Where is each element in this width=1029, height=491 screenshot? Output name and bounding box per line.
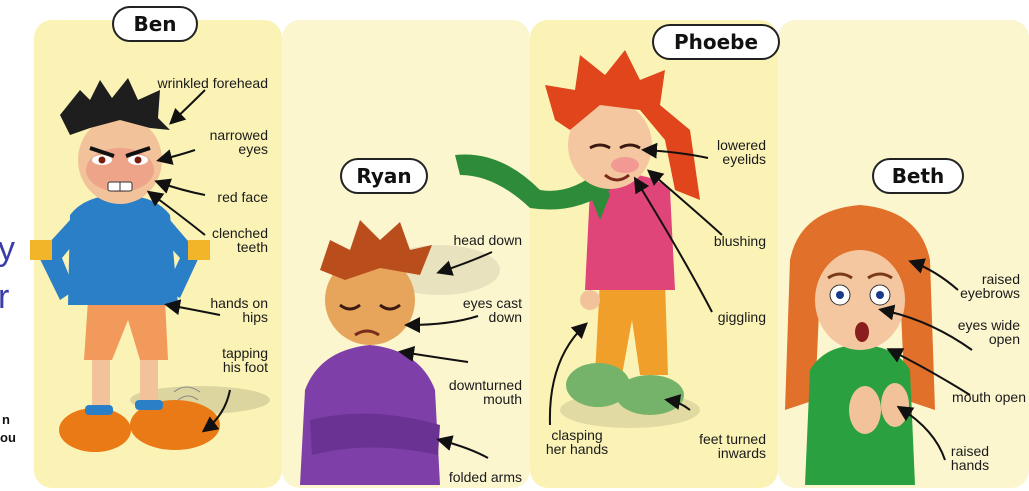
beth-label: raised eyebrows	[920, 272, 1020, 300]
ben-label: tapping his foot	[168, 346, 268, 374]
beth-label: raised hands	[930, 444, 1010, 472]
character-name-tag: Ben	[112, 6, 198, 42]
phoebe-label: clasping her hands	[532, 428, 622, 456]
ben-label: red face	[168, 190, 268, 204]
ben-label: wrinkled forehead	[118, 76, 268, 90]
phoebe-label: giggling	[680, 310, 766, 324]
ben-label: narrowed eyes	[168, 128, 268, 156]
phoebe-label: blushing	[680, 234, 766, 248]
ryan-figure	[300, 220, 500, 485]
ben-label: clenched teeth	[168, 226, 268, 254]
ben-label: hands on hips	[168, 296, 268, 324]
ryan-label: folded arms	[400, 470, 522, 484]
character-name-tag: Ryan	[340, 158, 428, 194]
ryan-label: eyes cast down	[400, 296, 522, 324]
phoebe-label: lowered eyelids	[680, 138, 766, 166]
character-name-tag: Beth	[872, 158, 964, 194]
ryan-label: head down	[400, 233, 522, 247]
ryan-label: downturned mouth	[400, 378, 522, 406]
beth-label: mouth open	[900, 390, 1026, 404]
beth-label: eyes wide open	[920, 318, 1020, 346]
phoebe-label: feet turned inwards	[660, 432, 766, 460]
beth-figure	[785, 205, 935, 485]
character-name-tag: Phoebe	[652, 24, 780, 60]
